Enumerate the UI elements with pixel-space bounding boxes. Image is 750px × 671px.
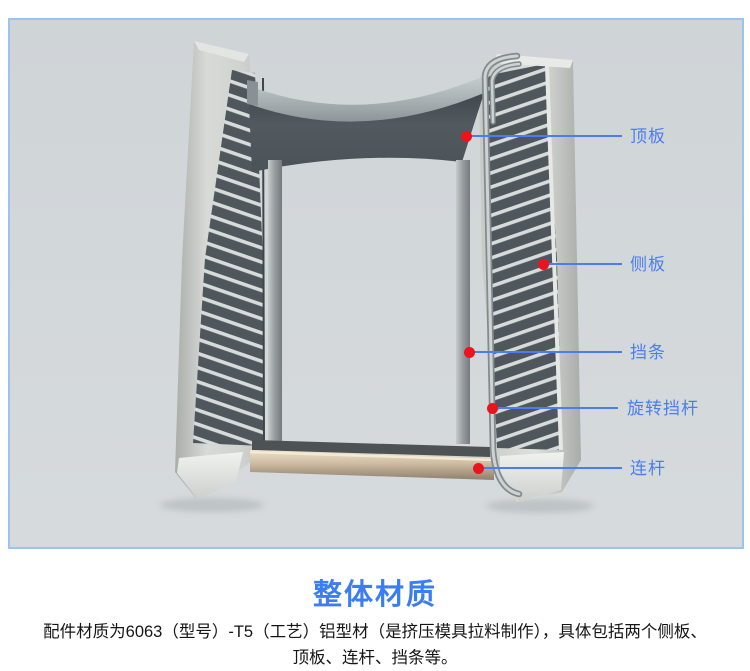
callout-line-side-panel (543, 263, 622, 265)
callout-dot-top-plate (461, 131, 472, 142)
callout-line-top-plate (466, 135, 622, 137)
callout-label-rotating-rod: 旋转挡杆 (627, 399, 699, 418)
callout-label-top-plate: 顶板 (630, 127, 666, 146)
section-title: 整体材质 (312, 579, 437, 611)
callout-dot-side-panel (538, 259, 549, 270)
callout-line-stop-strip (469, 351, 622, 353)
description-line-2: 顶板、连杆、挡条等。 (292, 649, 458, 667)
callout-line-rotating-rod (492, 407, 618, 409)
callout-dot-rotating-rod (487, 403, 498, 414)
callout-dot-connecting-rod (473, 463, 484, 474)
callout-label-side-panel: 侧板 (630, 255, 666, 274)
callout-line-connecting-rod (478, 467, 622, 469)
callout-dot-stop-strip (464, 347, 475, 358)
description-line-1: 配件材质为6063（型号）-T5（工艺）铝型材（是挤压模具拉料制作），具体包括两… (43, 623, 707, 641)
callout-label-connecting-rod: 连杆 (630, 459, 666, 478)
section-description: 配件材质为6063（型号）-T5（工艺）铝型材（是挤压模具拉料制作），具体包括两… (0, 619, 750, 671)
callout-label-stop-strip: 挡条 (630, 343, 666, 362)
